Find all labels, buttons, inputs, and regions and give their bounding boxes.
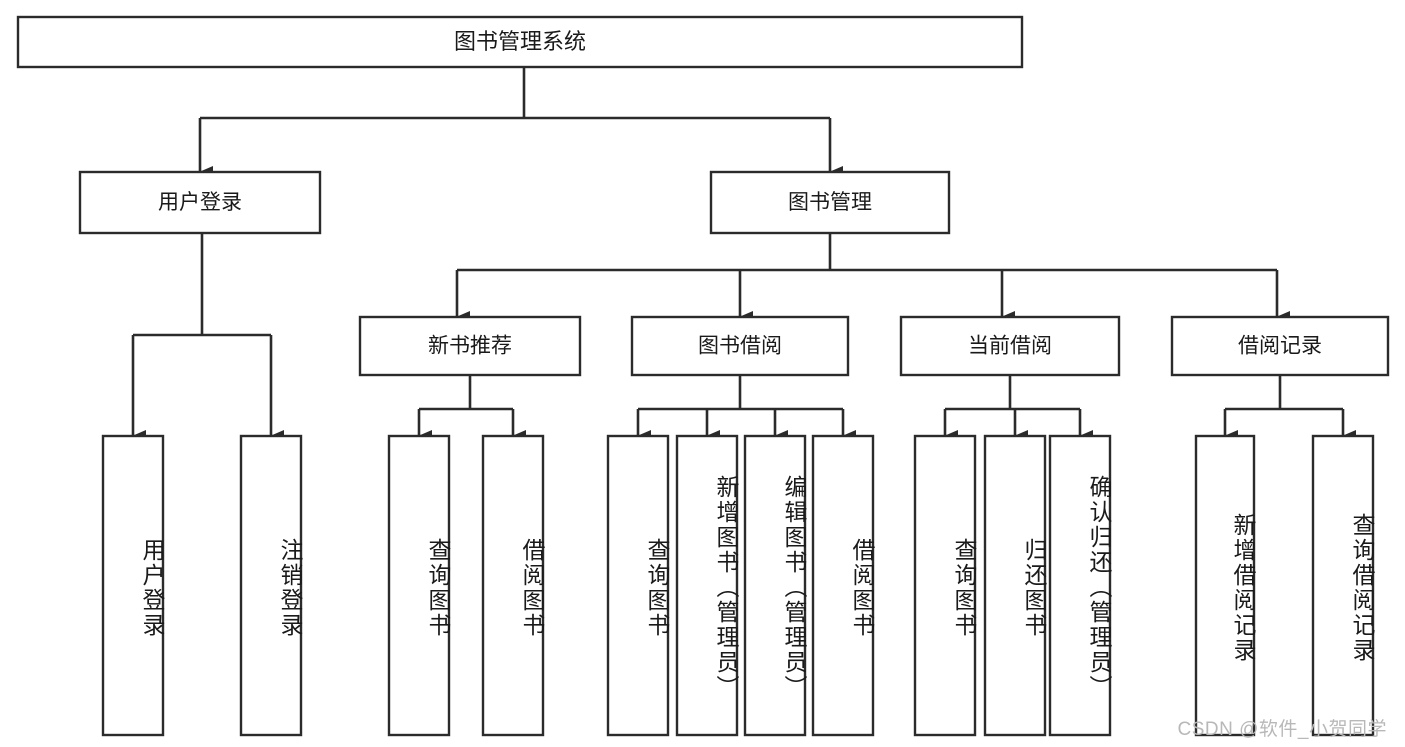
node-boxes [16, 15, 1390, 737]
leaf-box-11[interactable] [1194, 434, 1256, 737]
node-label-level3-3: 借阅记录 [1238, 335, 1322, 358]
node-box-level3-0[interactable] [358, 315, 582, 377]
node-label-level2-0: 用户登录 [158, 191, 242, 214]
node-label-root: 图书管理系统 [454, 29, 586, 54]
leaf-box-4[interactable] [606, 434, 670, 737]
node-label-level3-0: 新书推荐 [428, 335, 512, 358]
leaf-box-5[interactable] [675, 434, 739, 737]
node-box-level3-1[interactable] [630, 315, 850, 377]
node-label-level3-1: 图书借阅 [698, 335, 782, 358]
connector-lines [131, 67, 1356, 442]
leaf-box-6[interactable] [743, 434, 807, 737]
node-label-level2-1: 图书管理 [788, 191, 872, 214]
leaf-box-10[interactable] [1048, 434, 1112, 737]
leaf-box-1[interactable] [239, 434, 303, 737]
node-label-level3-2: 当前借阅 [968, 335, 1052, 358]
leaf-box-0[interactable] [101, 434, 165, 737]
leaf-box-8[interactable] [913, 434, 977, 737]
leaf-box-2[interactable] [387, 434, 451, 737]
node-box-root[interactable] [16, 15, 1024, 69]
watermark: CSDN @软件_小贺同学 [1177, 719, 1387, 740]
node-box-level3-3[interactable] [1170, 315, 1390, 377]
leaf-box-12[interactable] [1311, 434, 1375, 737]
node-box-level2-1[interactable] [709, 170, 951, 235]
leaf-box-7[interactable] [811, 434, 875, 737]
leaf-box-3[interactable] [481, 434, 545, 737]
node-box-level2-0[interactable] [78, 170, 322, 235]
node-box-level3-2[interactable] [899, 315, 1121, 377]
leaf-box-9[interactable] [983, 434, 1047, 737]
